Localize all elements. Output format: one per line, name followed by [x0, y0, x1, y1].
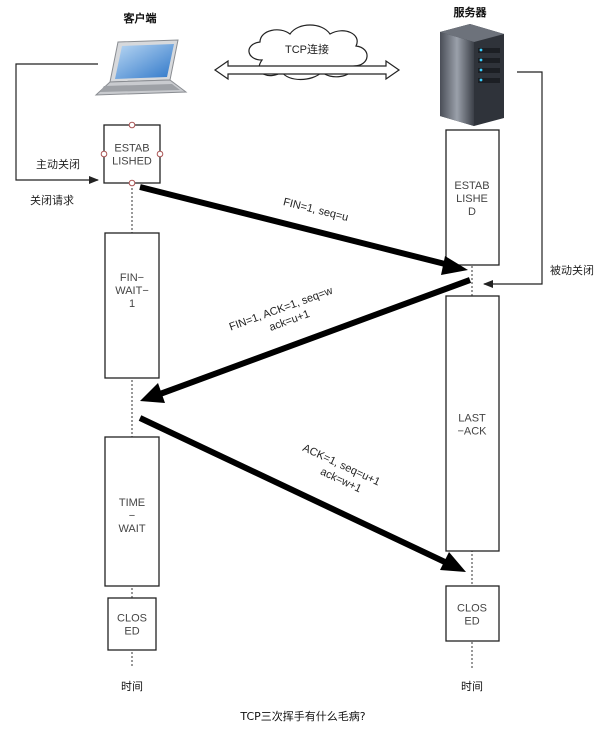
active-close-connector	[15, 63, 99, 184]
client-state-time-wait: TIME−WAIT	[118, 497, 145, 535]
msg-arrow-fin-u	[139, 184, 468, 275]
tcp-connection-label: TCP连接	[285, 43, 329, 56]
tcp-connection-cloud	[213, 24, 401, 81]
msg-label-fin-u: FIN=1, seq=u	[282, 196, 350, 224]
connector-dot	[128, 121, 136, 129]
server-time-label: 时间	[461, 680, 483, 693]
passive-close-connector	[483, 71, 543, 288]
connector-dot	[156, 150, 164, 158]
client-state-closed-box	[107, 597, 157, 651]
connector-dot	[128, 179, 136, 187]
laptop-icon	[94, 39, 188, 96]
connector-dot	[100, 150, 108, 158]
server-state-last-ack-box	[445, 295, 500, 552]
client-state-fin-wait-box	[104, 232, 160, 379]
figure-caption: TCP三次挥手有什么毛病?	[239, 709, 365, 723]
server-state-last-ack: LAST−ACK	[457, 413, 487, 438]
passive-close-label: 被动关闭	[550, 263, 594, 277]
client-time-label: 时间	[121, 680, 143, 693]
client-state-fin-wait: FIN−WAIT−1	[115, 272, 149, 310]
server-state-established-box	[445, 129, 500, 266]
active-close-label: 主动关闭	[36, 157, 80, 171]
msg-arrow-fin-ack-w	[140, 277, 472, 403]
server-state-closed-box	[445, 585, 500, 642]
close-request-label: 关闭请求	[30, 193, 74, 207]
server-title: 服务器	[454, 5, 488, 19]
client-title: 客户端	[123, 11, 157, 25]
client-state-time-wait-box	[104, 436, 160, 587]
msg-arrow-ack-u1	[138, 415, 466, 572]
server-icon	[440, 24, 504, 126]
